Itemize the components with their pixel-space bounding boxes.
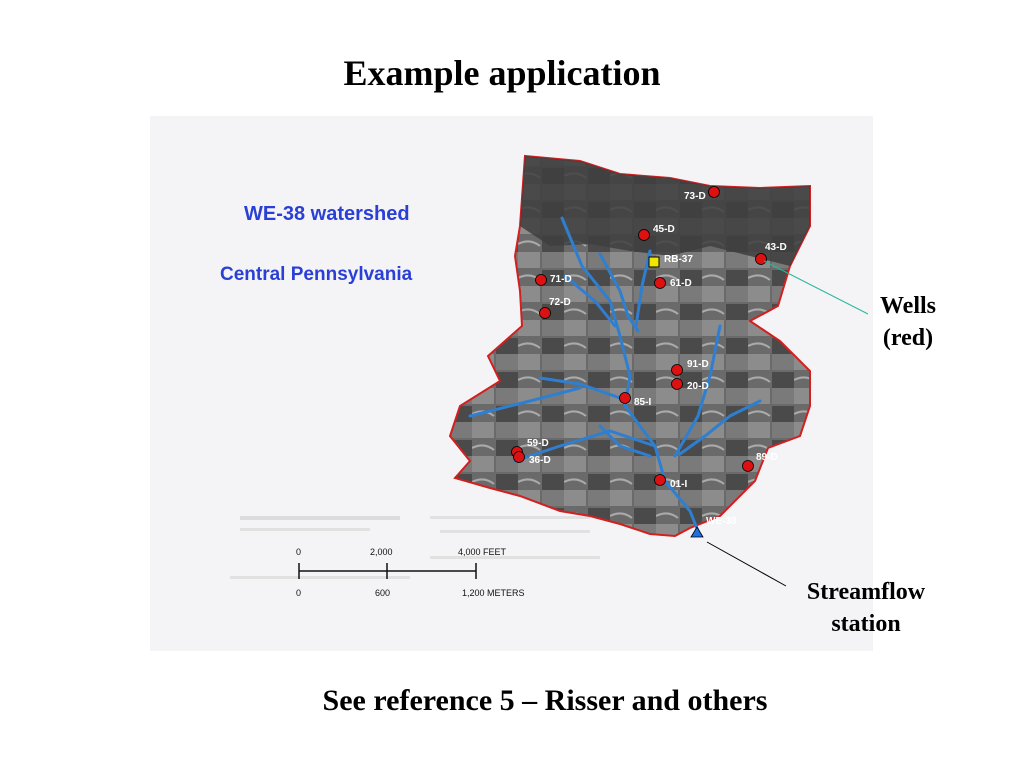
scale-meters-0: 0: [296, 588, 301, 598]
stream-gage-marker: WE-38: [690, 516, 737, 538]
station-callout-line2: station: [831, 611, 901, 637]
slide-title: Example application: [343, 53, 661, 93]
well-89-d-marker: [742, 460, 754, 472]
rain-gage-label: RB-37: [664, 254, 693, 265]
scale-feet-max: 4,000 FEET: [458, 547, 507, 557]
well-72-d-label: 72-D: [549, 297, 571, 308]
rain-gage-marker: RB-37: [648, 254, 693, 268]
stream-gage-label: WE-38: [706, 516, 737, 527]
well-20-d-label: 20-D: [687, 381, 709, 392]
well-61-d-label: 61-D: [670, 278, 692, 289]
well-01-i-marker: [654, 474, 666, 486]
map-panel: 73-D 45-D 43-D 71-D 61-D 72-D 91-D 20-D 85-I 59-D…: [150, 116, 873, 651]
well-markers: 73-D 45-D 43-D 71-D 61-D 72-D 91-D 20-D 85-I 59-D…: [511, 186, 787, 490]
station-callout: Streamflow station: [788, 576, 944, 640]
well-73-d-marker: [708, 186, 720, 198]
well-73-d-label: 73-D: [684, 191, 706, 202]
scale-meters-max: 1,200 METERS: [462, 588, 525, 598]
well-01-i-label: 01-I: [670, 479, 687, 490]
well-43-d-label: 43-D: [765, 242, 787, 253]
watershed-map: 73-D 45-D 43-D 71-D 61-D 72-D 91-D 20-D 85-I 59-D…: [220, 154, 869, 598]
well-85-i-label: 85-I: [634, 397, 651, 408]
scale-bar: 0 2,000 4,000 FEET 0 600 1,200 METERS: [296, 547, 525, 598]
wells-callout-line: [763, 260, 869, 315]
well-20-d-marker: [671, 378, 683, 390]
map-title: WE-38 watershed: [244, 203, 410, 225]
well-71-d-label: 71-D: [550, 274, 572, 285]
forest-band: [520, 156, 810, 266]
well-36-d-marker: [513, 451, 525, 463]
well-59-d-label: 59-D: [527, 438, 549, 449]
well-61-d-marker: [654, 277, 666, 289]
well-72-d-marker: [539, 307, 551, 319]
well-43-d-marker: [755, 253, 767, 265]
scale-feet-0: 0: [296, 547, 301, 557]
station-callout-line1: Streamflow: [806, 579, 926, 605]
well-45-d-label: 45-D: [653, 224, 675, 235]
scale-meters-mid: 600: [375, 588, 390, 598]
well-89-d-label: 89-D: [756, 452, 778, 463]
well-71-d-marker: [535, 274, 547, 286]
well-85-i-marker: [619, 392, 631, 404]
wells-callout-line2: (red): [882, 325, 934, 351]
reference-footer: See reference 5 – Risser and others: [322, 684, 768, 717]
wells-callout: Wells (red): [858, 290, 958, 354]
stream-network: [468, 216, 762, 533]
wells-callout-line1: Wells: [879, 293, 936, 319]
well-91-d-label: 91-D: [687, 359, 709, 370]
scan-artifacts: [230, 516, 600, 579]
well-91-d-marker: [671, 364, 683, 376]
well-45-d-marker: [638, 229, 650, 241]
map-subtitle: Central Pennsylvania: [220, 264, 413, 285]
well-36-d-label: 36-D: [529, 455, 551, 466]
scale-feet-mid: 2,000: [370, 547, 393, 557]
station-callout-line: [706, 541, 787, 587]
